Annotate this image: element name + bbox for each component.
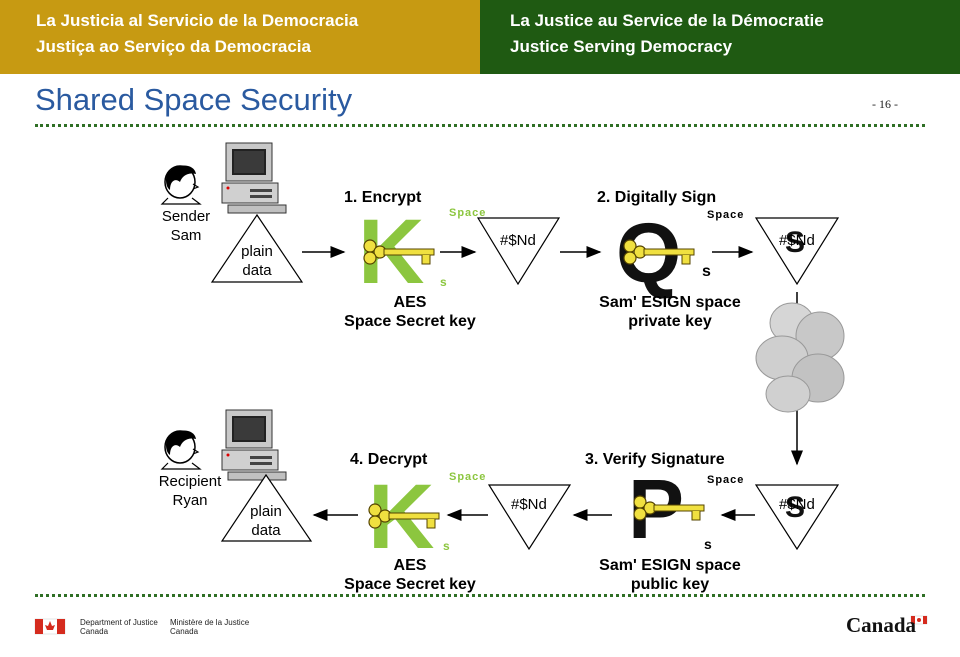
footer-dept-fr-line2: Canada — [170, 627, 199, 636]
aes-caption-line2: Space Secret key — [344, 313, 476, 330]
step-encrypt-label: 1. Encrypt — [344, 189, 422, 206]
space-label-verify: Space — [707, 474, 745, 486]
sender-role: Sender — [161, 208, 211, 225]
ciphertext-bottom: #$Nd — [511, 496, 547, 513]
private-key-caption: Sam' ESIGN space private key — [580, 293, 760, 331]
footer-dept-fr-line1: Ministère de la Justice — [170, 618, 250, 627]
signature-s-bottom: S — [785, 491, 805, 524]
public-key-caption: Sam' ESIGN space public key — [580, 556, 760, 594]
signed-triangle-top — [754, 217, 840, 286]
header-english: Justice Serving Democracy — [510, 37, 733, 56]
step-decrypt-label: 4. Decrypt — [350, 451, 428, 468]
bottom-divider — [35, 594, 925, 597]
header-left-band: La Justicia al Servicio de la Democracia… — [0, 0, 480, 74]
recipient-person-icon — [161, 429, 201, 470]
footer-dept-en: Department of Justice Canada — [80, 618, 158, 636]
slide-title: Shared Space Security — [35, 82, 353, 117]
sub-s-encrypt: s — [440, 275, 447, 289]
step-verify-label: 3. Verify Signature — [585, 451, 725, 468]
plain-data-triangle-bottom — [220, 473, 313, 542]
data-word: data — [242, 262, 272, 279]
plain-data-label-top: plain data — [232, 242, 282, 280]
recipient-name: Ryan — [172, 492, 208, 509]
sub-s-verify: s — [704, 536, 712, 552]
signed-text-top: #$Nd — [779, 232, 815, 249]
space-label-sign: Space — [707, 209, 745, 221]
sender-name: Sam — [170, 227, 202, 244]
signed-text-bottom: #$Nd — [779, 496, 815, 513]
sub-s-decrypt: s — [443, 539, 450, 553]
public-caption-line1: Sam' ESIGN space — [599, 557, 741, 574]
canada-flag-icon — [34, 618, 66, 635]
header-spanish: La Justicia al Servicio de la Democracia — [36, 11, 359, 30]
aes-caption-line1: AES — [393, 294, 427, 311]
signature-s-top: S — [785, 226, 805, 259]
footer-dept-en-line2: Canada — [80, 627, 109, 636]
recipient-computer-icon — [221, 409, 287, 481]
recipient-role: Recipient — [158, 473, 222, 490]
step-sign-label: 2. Digitally Sign — [597, 189, 717, 206]
top-divider — [35, 124, 925, 127]
private-caption-line1: Sam' ESIGN space — [599, 294, 741, 311]
private-caption-line2: private key — [628, 313, 712, 330]
aes-key-caption-bottom: AES Space Secret key — [325, 556, 495, 594]
sender-person-icon — [161, 164, 201, 205]
plain-data-triangle-top — [210, 213, 304, 283]
recipient-label: Recipient Ryan — [152, 472, 228, 510]
space-label-encrypt: Space — [449, 207, 487, 219]
space-label-decrypt: Space — [449, 471, 487, 483]
sender-computer-icon — [221, 142, 287, 214]
header-french: La Justice au Service de la Démocratie — [510, 11, 824, 30]
plain-word: plain — [250, 503, 282, 520]
sub-s-sign: s — [702, 263, 711, 280]
aes-key-caption-top: AES Space Secret key — [325, 293, 495, 331]
footer-dept-fr: Ministère de la Justice Canada — [170, 618, 249, 636]
footer-dept-en-line1: Department of Justice — [80, 618, 158, 627]
wordmark-flag-icon — [910, 615, 928, 625]
plain-data-label-bottom: plain data — [241, 502, 291, 540]
aes-caption-line2: Space Secret key — [344, 576, 476, 593]
aes-caption-line1: AES — [393, 557, 427, 574]
public-caption-line2: public key — [630, 576, 710, 593]
ciphertext-triangle-top — [476, 217, 561, 286]
header-right-band: La Justice au Service de la Démocratie J… — [480, 0, 960, 74]
page-number: - 16 - — [872, 97, 898, 111]
signed-triangle-bottom — [754, 484, 840, 551]
network-cloud-icon — [755, 302, 845, 413]
header-portuguese: Justiça ao Serviço da Democracia — [36, 37, 311, 56]
ciphertext-triangle-bottom — [487, 484, 572, 551]
plain-word: plain — [241, 243, 273, 260]
canada-wordmark: Canada — [846, 613, 917, 637]
data-word: data — [251, 522, 281, 539]
ciphertext-top: #$Nd — [500, 232, 536, 249]
sender-label: Sender Sam — [158, 207, 214, 245]
